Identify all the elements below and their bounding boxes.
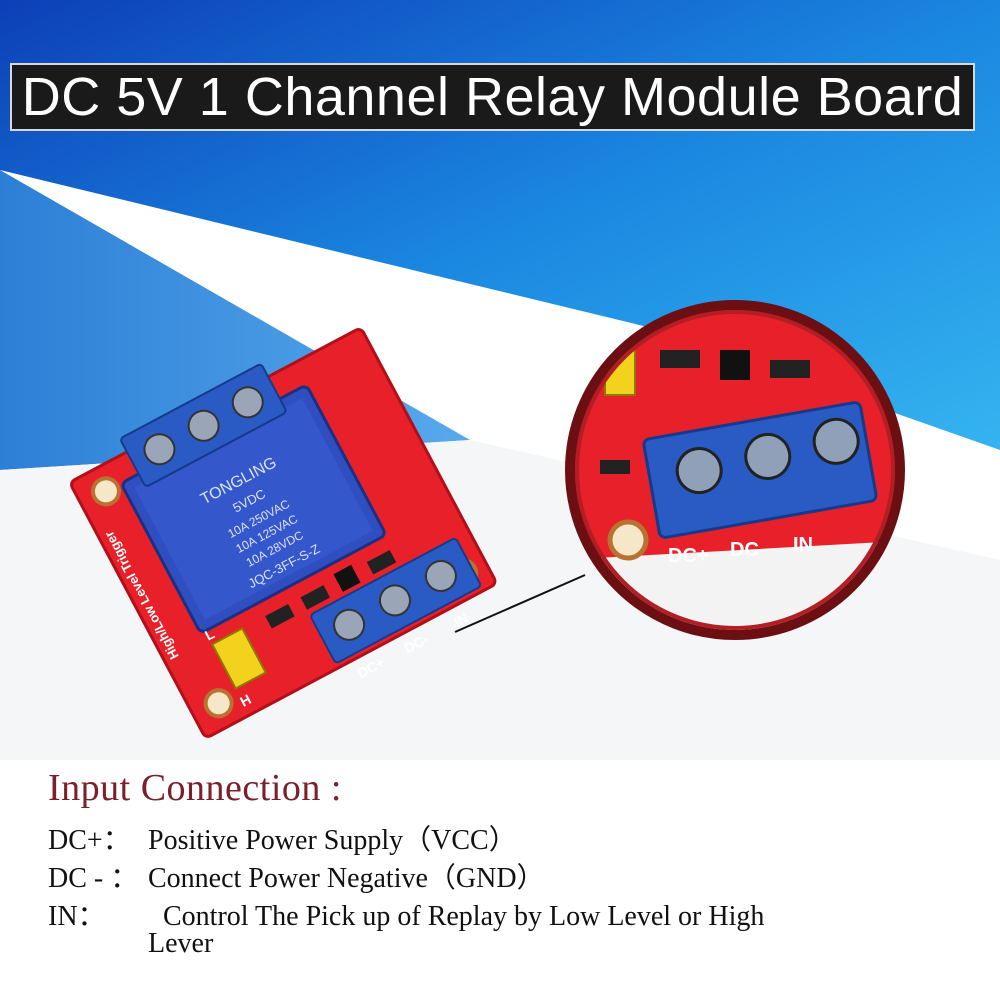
info-row-in-continuation: Lever [148,928,214,959]
pin-label: IN： [48,901,106,932]
info-row-in: IN： Control The Pick up of Replay by Low … [48,894,764,934]
pin-label: DC+： [48,825,131,856]
zoom-label-dcplus: DC+ [668,545,709,567]
info-heading: Input Connection : [48,767,342,809]
pin-label: DC - ： [48,863,139,894]
pin-description: Control The Pick up of Replay by Low Lev… [163,901,765,932]
terminal-label-dcminus: DC- [401,630,431,656]
output-terminal-block [120,363,287,487]
pin-description: Positive Power Supply（VCC） [148,825,517,856]
zoom-label-in: IN [793,534,813,556]
relay-board-illustration: TONGLING 5VDC 10A 250VAC 10A 125VAC 10A … [70,300,905,738]
zoom-lens: DC+ DC- IN [565,300,905,640]
input-connection-info: Input Connection : DC+： Positive Power Su… [0,760,1000,1000]
input-terminal-block [310,537,482,664]
terminal-label-in: IN [451,609,471,630]
zoom-terminal-block [642,401,878,539]
info-row-dcplus: DC+： Positive Power Supply（VCC） [48,818,517,858]
zoom-label-dcminus: DC- [730,539,766,561]
pcb-board: TONGLING 5VDC 10A 250VAC 10A 125VAC 10A … [70,328,497,738]
pin-description: Connect Power Negative（GND） [148,863,545,894]
page-title: DC 5V 1 Channel Relay Module Board [21,67,964,127]
title-banner: DC 5V 1 Channel Relay Module Board [10,63,975,131]
info-row-dcminus: DC - ： Connect Power Negative（GND） [48,856,545,896]
zoom-pointer-line [454,574,586,633]
